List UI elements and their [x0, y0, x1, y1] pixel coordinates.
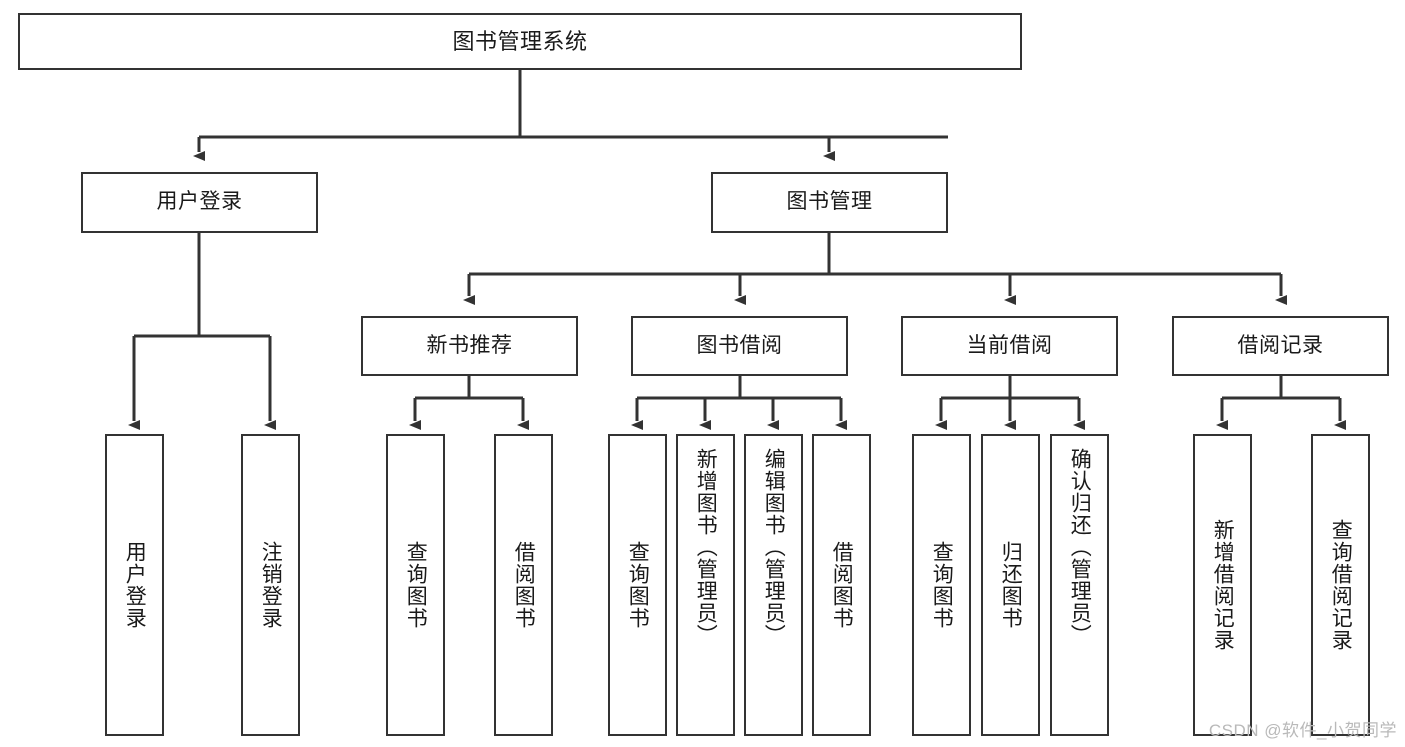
- node-borrow-record[interactable]: 借阅记录: [1172, 316, 1389, 376]
- leaf-cb-query-book[interactable]: 查询图书: [912, 434, 971, 736]
- leaf-logout[interactable]: 注销登录: [241, 434, 300, 736]
- leaf-br-add-record[interactable]: 新增借阅记录: [1193, 434, 1252, 736]
- watermark-text: CSDN @软件_小贺同学: [1208, 721, 1397, 740]
- leaf-bb-edit-book-admin[interactable]: 编辑图书（管理员）: [744, 434, 803, 736]
- leaf-bb-borrow-book[interactable]: 借阅图书: [812, 434, 871, 736]
- node-label: 借阅图书: [830, 541, 854, 629]
- node-label: 查询图书: [626, 541, 650, 629]
- node-label: 图书管理: [786, 190, 873, 214]
- node-label: 当前借阅: [966, 333, 1053, 357]
- node-user-login[interactable]: 用户登录: [81, 172, 318, 233]
- leaf-nb-query-book[interactable]: 查询图书: [386, 434, 445, 736]
- node-label: 图书管理系统: [452, 28, 588, 54]
- leaf-bb-query-book[interactable]: 查询图书: [608, 434, 667, 736]
- node-label: 注销登录: [259, 541, 283, 629]
- node-label: 查询图书: [930, 541, 954, 629]
- node-new-book-recommend[interactable]: 新书推荐: [361, 316, 578, 376]
- node-label: 借阅图书: [512, 541, 536, 629]
- node-label: 借阅记录: [1237, 333, 1324, 357]
- node-label: 新增图书（管理员）: [694, 448, 718, 646]
- node-book-management[interactable]: 图书管理: [711, 172, 948, 233]
- node-label: 新增借阅记录: [1211, 519, 1235, 651]
- node-label: 用户登录: [156, 190, 243, 214]
- node-book-borrow[interactable]: 图书借阅: [631, 316, 848, 376]
- leaf-cb-confirm-return-admin[interactable]: 确认归还（管理员）: [1050, 434, 1109, 736]
- node-label: 用户登录: [123, 541, 147, 629]
- leaf-br-query-record[interactable]: 查询借阅记录: [1311, 434, 1370, 736]
- node-current-borrow[interactable]: 当前借阅: [901, 316, 1118, 376]
- node-root-system[interactable]: 图书管理系统: [18, 13, 1022, 70]
- leaf-cb-return-book[interactable]: 归还图书: [981, 434, 1040, 736]
- node-label: 编辑图书（管理员）: [762, 448, 786, 646]
- node-label: 确认归还（管理员）: [1068, 448, 1092, 646]
- leaf-nb-borrow-book[interactable]: 借阅图书: [494, 434, 553, 736]
- leaf-bb-add-book-admin[interactable]: 新增图书（管理员）: [676, 434, 735, 736]
- node-label: 图书借阅: [696, 333, 783, 357]
- leaf-user-login[interactable]: 用户登录: [105, 434, 164, 736]
- node-label: 归还图书: [999, 541, 1023, 629]
- node-label: 新书推荐: [426, 333, 513, 357]
- node-label: 查询借阅记录: [1329, 519, 1353, 651]
- node-label: 查询图书: [404, 541, 428, 629]
